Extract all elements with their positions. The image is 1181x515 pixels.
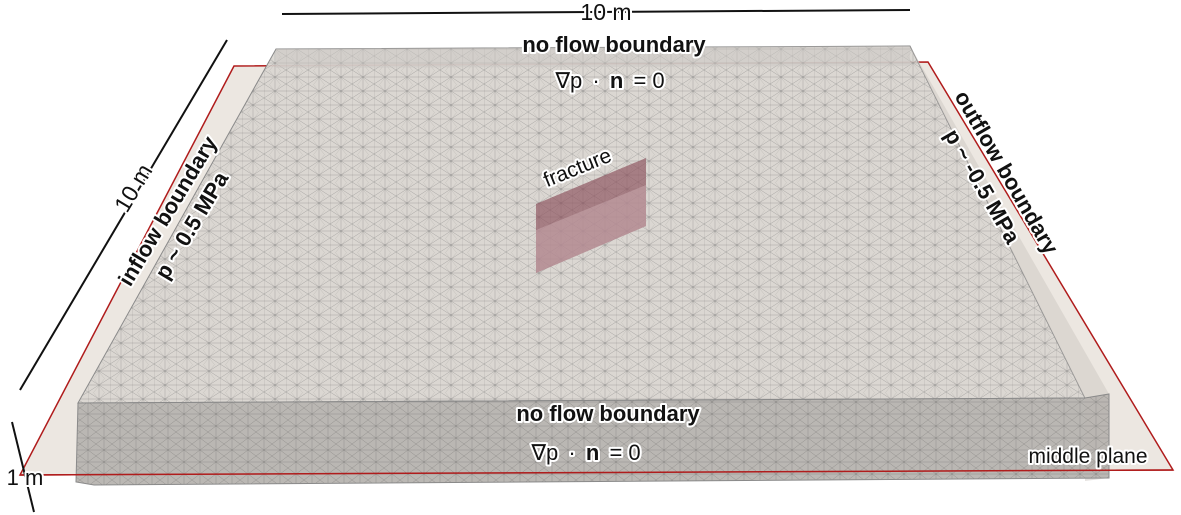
front-dot: ·	[568, 440, 575, 465]
dimension-line-left	[19, 39, 228, 391]
dimension-label-left: 10 m	[109, 159, 158, 216]
dimension-label-thickness: 1 m	[7, 465, 44, 490]
mesh-front-face-grid	[75, 393, 1110, 486]
top-boundary-label: no flow boundary	[522, 32, 706, 57]
mesh-back-face	[276, 46, 910, 68]
middle-plane-front-edge	[19, 469, 1174, 476]
dimension-label-top: 10 m	[580, 0, 631, 25]
front-normal-vector: n	[586, 440, 599, 465]
top-boundary-condition: ∇p · n = 0	[554, 68, 664, 93]
front-boundary-label: no flow boundary	[516, 401, 700, 426]
dimension-line-thickness	[11, 421, 35, 513]
top-rhs: = 0	[633, 68, 664, 93]
front-gradient-symbol: ∇p	[530, 440, 558, 465]
dimension-line-top	[281, 9, 911, 15]
front-boundary-condition: ∇p · n = 0	[530, 440, 640, 465]
top-gradient-symbol: ∇p	[554, 68, 582, 93]
middle-plane-label: middle plane	[1028, 445, 1147, 468]
fracture-plane-lower	[536, 185, 646, 273]
top-dot: ·	[592, 68, 599, 93]
front-rhs: = 0	[609, 440, 640, 465]
top-normal-vector: n	[610, 68, 623, 93]
